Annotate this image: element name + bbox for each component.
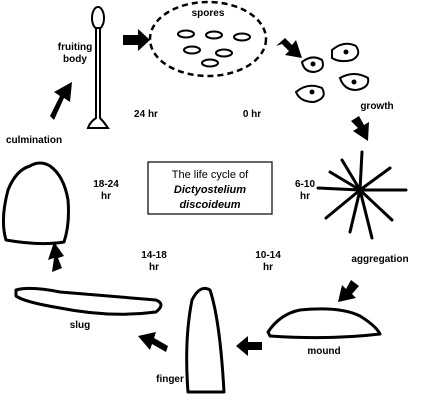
time-label-14-18: 14-18	[141, 250, 167, 261]
center-title-line3: discoideum	[179, 199, 240, 211]
stage-label-slug: slug	[70, 320, 91, 331]
stage-label-fruiting-1: fruiting	[58, 42, 92, 53]
time-label-14-18-unit: hr	[149, 262, 159, 273]
time-label-10-14-unit: hr	[263, 262, 273, 273]
spores-shape	[148, 0, 268, 78]
aggregation-shape	[316, 150, 408, 240]
time-label-24hr: 24 hr	[134, 109, 158, 120]
arrow-mound-to-finger	[236, 336, 262, 356]
arrow-spores-to-growth	[276, 38, 302, 58]
stage-label-mound: mound	[307, 346, 340, 357]
arrow-culmination-to-fruiting	[50, 82, 72, 120]
arrow-growth-to-aggregation	[351, 116, 369, 141]
stage-label-aggregation: aggregation	[351, 254, 408, 265]
arrow-aggregation-to-mound	[338, 280, 359, 302]
growth-shape	[294, 42, 370, 104]
time-label-6-10-unit: hr	[300, 191, 310, 202]
center-title-line2: Dictyostelium	[174, 184, 246, 196]
stage-label-culmination: culmination	[6, 135, 62, 146]
finger-shape	[185, 286, 226, 394]
center-title-line1: The life cycle of	[172, 169, 249, 181]
time-label-0hr: 0 hr	[243, 109, 261, 120]
time-label-18-24: 18-24	[93, 179, 119, 190]
stage-label-fruiting-2: body	[63, 54, 87, 65]
slug-shape	[14, 286, 163, 316]
time-label-10-14: 10-14	[255, 250, 281, 261]
stage-label-finger: finger	[156, 374, 184, 385]
mound-shape	[266, 307, 382, 340]
stage-label-growth: growth	[360, 101, 393, 112]
center-title-box	[147, 161, 273, 215]
time-label-6-10: 6-10	[295, 179, 315, 190]
arrow-finger-to-slug	[138, 332, 168, 352]
fruiting-body-shape	[86, 6, 110, 129]
arrow-slug-to-culmination	[48, 242, 64, 272]
arrow-fruiting-to-spores	[123, 29, 150, 51]
stage-label-spores: spores	[192, 8, 225, 19]
time-label-18-24-unit: hr	[101, 191, 111, 202]
culmination-shape	[1, 161, 70, 246]
